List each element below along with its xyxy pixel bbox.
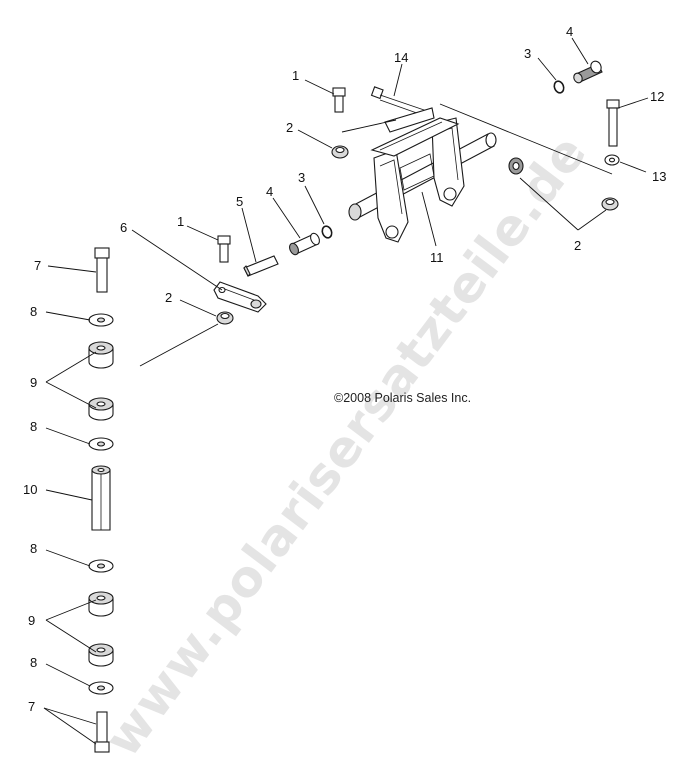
nut-2-right[interactable] [601, 197, 619, 211]
bushing-4-upper[interactable] [572, 59, 603, 84]
washer-8-3[interactable] [88, 559, 114, 573]
washer-13[interactable] [604, 154, 620, 166]
callout-8: 8 [30, 655, 37, 670]
nut-2-tube[interactable] [508, 157, 524, 175]
steering-frame-11[interactable] [348, 117, 497, 243]
callout-9: 9 [30, 375, 37, 390]
bolt-1-middle[interactable] [217, 235, 231, 263]
cushion-9-4[interactable] [88, 643, 114, 667]
o-ring-3-middle[interactable] [321, 225, 334, 239]
callout-3: 3 [298, 170, 305, 185]
copyright-notice: ©2008 Polaris Sales Inc. [334, 391, 471, 405]
callout-7: 7 [28, 699, 35, 714]
pitman-arm-6[interactable] [213, 281, 267, 313]
washer-8-2[interactable] [88, 437, 114, 451]
cushion-9-2[interactable] [88, 397, 114, 421]
bushing-4-middle[interactable] [288, 232, 321, 256]
bolt-7-upper[interactable] [94, 247, 110, 293]
bolt-7-lower[interactable] [94, 711, 110, 753]
cushion-9-3[interactable] [88, 591, 114, 617]
callout-4: 4 [566, 24, 573, 39]
callout-4: 4 [266, 184, 273, 199]
washer-8-1[interactable] [88, 313, 114, 327]
callout-3: 3 [524, 46, 531, 61]
callout-8: 8 [30, 419, 37, 434]
callout-2: 2 [574, 238, 581, 253]
bolt-12[interactable] [606, 99, 620, 147]
callout-11: 11 [430, 250, 444, 265]
mount-bracket-plate[interactable] [384, 107, 435, 133]
callout-9: 9 [28, 613, 35, 628]
callout-5: 5 [236, 194, 243, 209]
callout-14: 14 [394, 50, 408, 65]
callout-6: 6 [120, 220, 127, 235]
cushion-9-1[interactable] [88, 341, 114, 369]
callout-8: 8 [30, 304, 37, 319]
callout-1: 1 [292, 68, 299, 83]
sleeve-10[interactable] [91, 465, 111, 531]
washer-8-4[interactable] [88, 681, 114, 695]
callout-7: 7 [34, 258, 41, 273]
nut-2-upper[interactable] [331, 145, 349, 159]
watermark-text: www.polarisersatzteile.de [93, 124, 598, 766]
bolt-14[interactable] [370, 86, 431, 118]
nut-2-middle[interactable] [216, 311, 234, 325]
leader-lines [43, 37, 649, 745]
callout-12: 12 [650, 89, 664, 104]
callout-10: 10 [23, 482, 37, 497]
callout-labels: 1 14 2 3 4 12 13 2 11 3 4 5 1 6 2 7 8 9 … [23, 24, 666, 714]
o-ring-3-upper[interactable] [553, 80, 566, 94]
callout-1: 1 [177, 214, 184, 229]
shaft-5[interactable] [243, 255, 279, 277]
callout-2: 2 [286, 120, 293, 135]
bolt-1-upper[interactable] [332, 87, 346, 113]
callout-13: 13 [652, 169, 666, 184]
callout-8: 8 [30, 541, 37, 556]
callout-2: 2 [165, 290, 172, 305]
